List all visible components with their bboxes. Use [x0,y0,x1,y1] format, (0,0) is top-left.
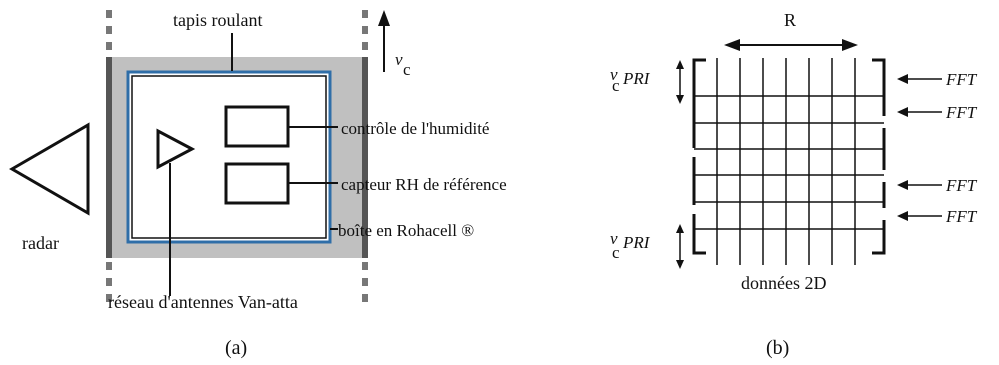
conveyor-left-edge [106,57,112,258]
antenna-array-icon [156,128,196,170]
panel-a: tapis roulant v c radar réseau d'antenne… [9,10,507,359]
fft-label-3: FFT [945,176,978,195]
conveyor-label: tapis roulant [173,10,262,30]
humidity-control-label: contrôle de l'humidité [341,119,489,138]
data-grid-vertical-lines [716,58,856,265]
rh-sensor-label: capteur RH de référence [341,175,507,194]
fft-label-4: FFT [945,207,978,226]
right-bracket [872,58,886,255]
velocity-subscript: c [403,60,411,79]
pri-top-arrowhead-down [676,95,684,104]
range-arrowhead-right [842,39,858,51]
data-grid-horizontal-lines [694,95,884,230]
pri-bottom-suffix: PRI [622,233,651,252]
fft-arrowheads [897,74,908,221]
box-label: boîte en Rohacell ® [338,221,474,240]
velocity-symbol: v [395,50,403,69]
radar-icon [9,122,90,216]
antenna-label: réseau d'antennes Van-atta [108,292,298,312]
pri-bottom-arrowhead-up [676,224,684,233]
panel-a-caption: (a) [225,337,247,359]
pri-top-sub: c [612,76,620,95]
rohacell-box-inner-border [131,75,327,239]
panel-b: R [610,10,978,359]
panel-b-caption: (b) [766,337,789,359]
conveyor-edge-markers [106,10,368,302]
rohacell-box [126,70,332,244]
pri-top-arrowhead-up [676,60,684,69]
pri-bottom-arrowhead-down [676,260,684,269]
left-bracket [692,58,706,255]
data-2d-label: données 2D [741,273,826,293]
range-arrowhead-left [724,39,740,51]
fft-label-1: FFT [945,70,978,89]
pri-top-prefix: v [610,65,618,84]
pri-bottom-prefix: v [610,229,618,248]
range-label: R [784,10,796,30]
pri-top-suffix: PRI [622,69,651,88]
fft-arrows [904,78,942,217]
conveyor-right-edge [362,57,368,258]
fft-label-2: FFT [945,103,978,122]
velocity-arrowhead [378,10,390,26]
pri-bottom-sub: c [612,243,620,262]
radar-label: radar [22,233,59,253]
